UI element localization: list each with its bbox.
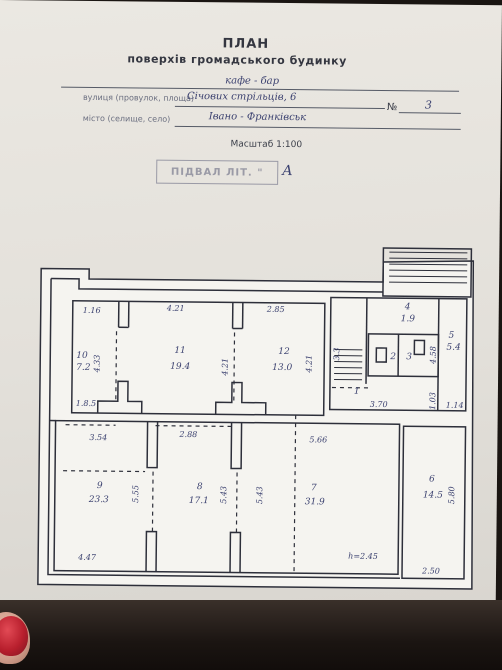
room-12-area: 13.0 [272,362,293,374]
room-6-number: 6 [428,474,435,485]
room-10-area: 7.2 [76,362,91,373]
room-7-area: 31.9 [304,497,325,508]
dimension-label: 5.43 [219,485,229,504]
dimension-label: 4.21 [220,357,230,376]
dimension-label: 1.16 [82,305,101,316]
table-surface [0,600,502,670]
dimension-label: 4.58 [428,346,438,365]
painted-fingernail [0,616,28,656]
dimension-label: 3.54 [89,432,108,443]
room-11-number: 11 [174,345,186,356]
dimension-label: 4.21 [304,354,314,373]
room-6-area: 14.5 [422,490,443,501]
dimension-label: 5.43 [255,486,265,505]
room-9-number: 9 [96,481,103,492]
dimension-label: 2.85 [266,304,285,314]
dimension-label: 3.3 [332,347,342,361]
room-1-number: 1 [353,386,360,397]
ceiling-height-label: h=2.45 [348,551,378,561]
room-7-number: 7 [310,483,317,494]
north-rooms [70,300,326,417]
dimension-label: 1.14 [445,400,464,410]
room-4-number: 4 [404,302,411,313]
dimension-label: 5.55 [131,484,141,503]
document-sheet: ПЛАН поверхів громадського будинку кафе … [0,0,502,631]
dimension-label: 5.66 [309,435,328,445]
dimension-label: 4.33 [92,354,102,373]
room-11-area: 19.4 [170,361,191,373]
dimension-label: 5.80 [447,486,457,505]
dimension-label: 2.88 [179,429,198,440]
dimension-label: 1.8.5 [75,398,97,409]
room-10-number: 10 [76,350,88,361]
room-3-number: 3 [406,352,413,363]
dimension-label: 1.03 [428,392,438,411]
room-8-number: 8 [196,482,203,493]
room-5-number: 5 [448,330,455,341]
dimension-label: 3.70 [369,399,388,410]
room-5-area: 5.4 [446,342,461,353]
room-8-area: 17.1 [188,496,209,507]
dimension-label: 4.21 [166,303,185,313]
dimension-label: 2.50 [421,566,440,576]
room-12-number: 12 [278,346,290,358]
dimension-label: 4.47 [78,552,97,563]
room-4-area: 1.9 [400,314,416,325]
floor-plan [37,247,475,590]
room-9-area: 23.3 [88,494,109,506]
room-2-number: 2 [390,352,397,363]
